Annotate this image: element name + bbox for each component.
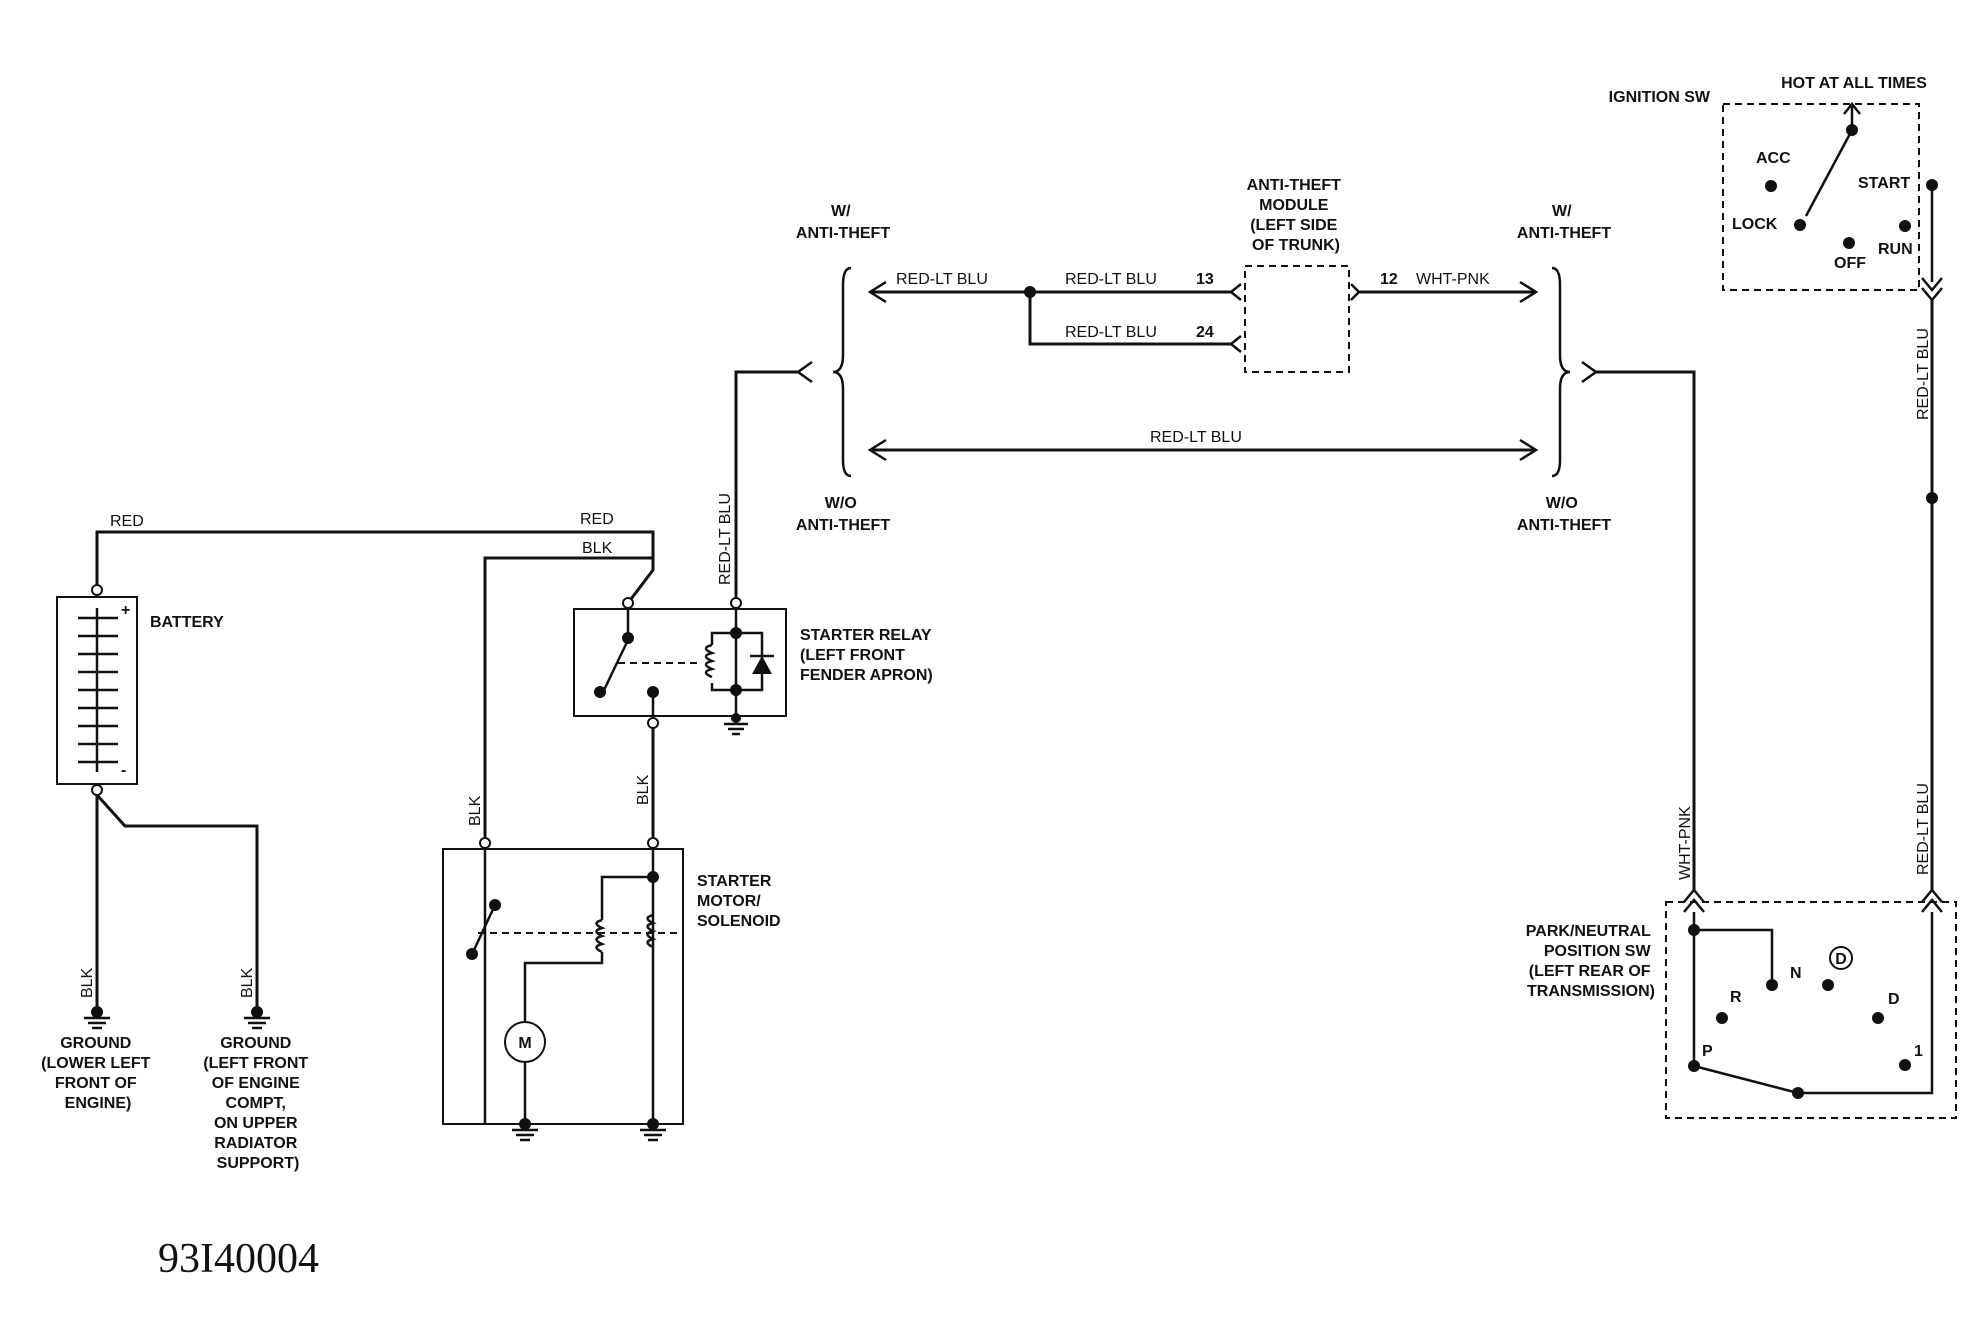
ground2-label: GROUND (LEFT FRONT OF ENGINE COMPT, ON U… — [203, 1035, 312, 1172]
red-lt-blu-relay-label: RED-LT BLU — [717, 493, 734, 585]
battery-negative-terminal — [91, 784, 103, 796]
pn-1-label: 1 — [1914, 1043, 1923, 1060]
blk-motor-left-label: BLK — [467, 795, 484, 826]
with-anti-theft-left: W/ ANTI-THEFT — [796, 203, 890, 242]
red-wire-label-relay: RED — [580, 511, 614, 528]
red-lt-blu-relay-wire — [734, 370, 800, 598]
ground1-symbol — [84, 1006, 110, 1030]
pn-n-label: N — [1790, 965, 1802, 982]
red-lt-blu-wo-label: RED-LT BLU — [1150, 429, 1242, 446]
with-anti-theft-right: W/ ANTI-THEFT — [1517, 203, 1611, 242]
anti-theft-module — [1244, 265, 1350, 373]
off-label: OFF — [1834, 255, 1866, 272]
blk-motor-right-label: BLK — [635, 774, 652, 805]
starter-motor-label: STARTER MOTOR/ SOLENOID — [697, 873, 781, 930]
ground1-label: GROUND (LOWER LEFT FRONT OF ENGINE) — [41, 1035, 155, 1112]
hot-at-all-times-label: HOT AT ALL TIMES — [1781, 75, 1927, 92]
without-anti-theft-left: W/O ANTI-THEFT — [796, 495, 890, 534]
starter-relay — [573, 597, 787, 736]
lock-label: LOCK — [1732, 216, 1778, 233]
park-neutral-switch-label: PARK/NEUTRAL POSITION SW (LEFT REAR OF T… — [1526, 923, 1655, 1000]
red-wire-label-battery: RED — [110, 513, 144, 530]
pn-r-label: R — [1730, 989, 1742, 1006]
battery-label: BATTERY — [150, 614, 224, 631]
ignition-switch-label: IGNITION SW — [1609, 89, 1711, 106]
red-lt-blu-24-wire — [1028, 292, 1231, 346]
ground2-symbol — [244, 1006, 270, 1030]
blk-ground2-label: BLK — [239, 967, 256, 998]
pn-d-circled-label: D — [1835, 951, 1847, 968]
left-brace — [832, 266, 852, 478]
red-lt-blu-24-label: RED-LT BLU — [1065, 324, 1157, 341]
motor-label: M — [518, 1035, 531, 1052]
pn-d-circled — [1829, 946, 1853, 970]
red-lt-blu-pn-label: RED-LT BLU — [1915, 783, 1932, 875]
wht-pnk-pn-wire — [1596, 370, 1696, 892]
battery: + - — [56, 584, 138, 796]
ignition-switch — [1722, 103, 1920, 291]
anti-theft-module-label: ANTI-THEFT MODULE (LEFT SIDE OF TRUNK) — [1247, 177, 1346, 254]
start-label: START — [1858, 175, 1910, 192]
acc-label: ACC — [1756, 150, 1791, 167]
wht-pnk-12-label: WHT-PNK — [1416, 271, 1490, 288]
blk-relay-wire — [483, 532, 655, 838]
pn-p-label: P — [1702, 1043, 1713, 1060]
right-connector-chevron — [1581, 360, 1599, 384]
battery-plus-sign: + — [121, 602, 130, 619]
pn-d-label: D — [1888, 991, 1900, 1008]
blk-wire-label-relay: BLK — [582, 540, 613, 557]
red-lt-blu-left-label: RED-LT BLU — [896, 271, 988, 288]
figure-id: 93I40004 — [158, 1236, 319, 1282]
right-brace — [1551, 266, 1571, 478]
red-lt-blu-13-label: RED-LT BLU — [1065, 271, 1157, 288]
starter-motor-solenoid: M — [442, 837, 684, 1142]
without-anti-theft-right: W/O ANTI-THEFT — [1517, 495, 1611, 534]
battery-positive-terminal — [91, 584, 103, 596]
wht-pnk-pn-label: WHT-PNK — [1677, 806, 1694, 880]
pin-12-label: 12 — [1380, 271, 1398, 288]
battery-minus-sign: - — [121, 762, 126, 779]
starter-relay-label: STARTER RELAY (LEFT FRONT FENDER APRON) — [800, 627, 936, 684]
battery-ground2-wire — [95, 793, 259, 1010]
run-label: RUN — [1878, 241, 1913, 258]
blk-ground1-label: BLK — [79, 967, 96, 998]
left-connector-chevron — [795, 360, 813, 384]
pin-13-label: 13 — [1196, 271, 1214, 288]
park-neutral-switch — [1665, 901, 1957, 1119]
red-lt-blu-ign-label: RED-LT BLU — [1915, 328, 1932, 420]
pin-24-label: 24 — [1196, 324, 1214, 341]
red-battery-wire — [95, 530, 655, 604]
